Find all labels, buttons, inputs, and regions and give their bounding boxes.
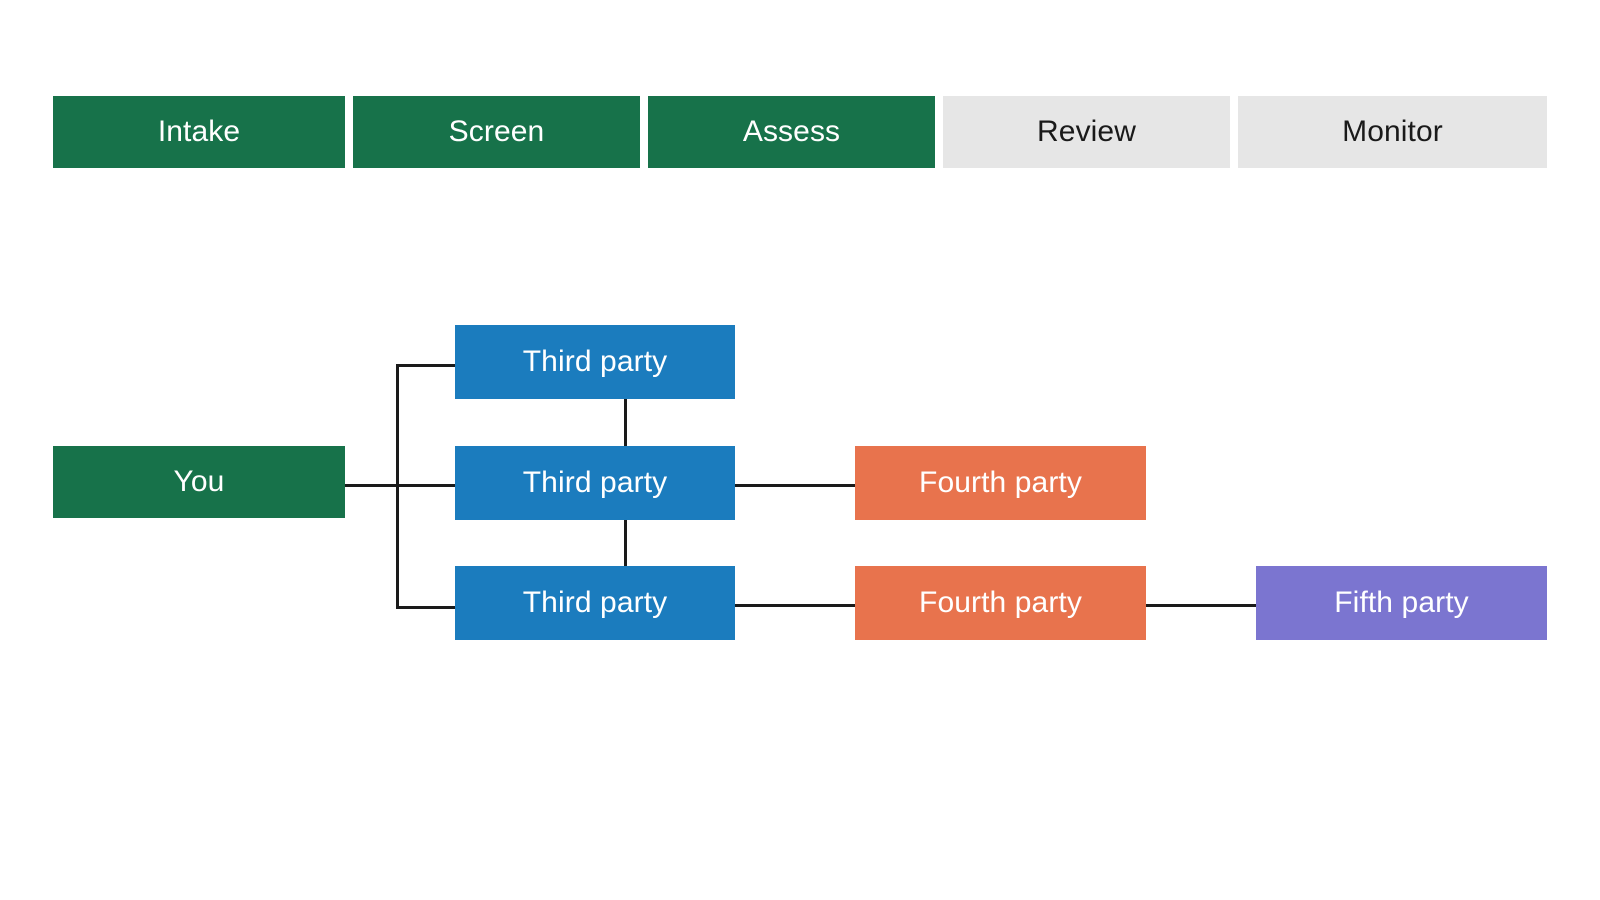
node-label: You	[173, 465, 225, 498]
node-fourth-party-1[interactable]: Fourth party	[855, 446, 1146, 520]
stage-assess[interactable]: Assess	[648, 96, 935, 168]
node-label: Third party	[522, 586, 668, 619]
stage-label: Screen	[448, 115, 545, 148]
edge-third-1-to-third-2	[624, 399, 627, 448]
node-fourth-party-2[interactable]: Fourth party	[855, 566, 1146, 640]
stage-intake[interactable]: Intake	[53, 96, 345, 168]
stage-label: Review	[1037, 115, 1136, 148]
node-label: Third party	[522, 345, 668, 378]
node-third-party-1[interactable]: Third party	[455, 325, 735, 399]
edge-third-3-to-fourth-2	[735, 604, 856, 607]
stage-label: Intake	[157, 115, 241, 148]
node-third-party-3[interactable]: Third party	[455, 566, 735, 640]
node-label: Third party	[522, 466, 668, 499]
edge-you-to-trunk	[345, 484, 400, 487]
node-label: Fourth party	[919, 586, 1082, 619]
edge-trunk-to-third-3	[396, 606, 456, 609]
edge-fourth-2-to-fifth-1	[1146, 604, 1256, 607]
stage-label: Monitor	[1342, 115, 1443, 148]
lifecycle-stage-bar: Intake Screen Assess Review Monitor	[53, 96, 1547, 168]
node-you[interactable]: You	[53, 446, 345, 518]
stage-review[interactable]: Review	[943, 96, 1230, 168]
edge-trunk-to-third-1	[396, 364, 456, 367]
edge-third-2-to-fourth-1	[735, 484, 856, 487]
stage-label: Assess	[742, 115, 841, 148]
node-fifth-party-1[interactable]: Fifth party	[1256, 566, 1547, 640]
node-label: Fifth party	[1334, 586, 1469, 619]
stage-monitor[interactable]: Monitor	[1238, 96, 1547, 168]
edge-third-2-to-third-3	[624, 519, 627, 568]
stage-screen[interactable]: Screen	[353, 96, 640, 168]
node-label: Fourth party	[919, 466, 1082, 499]
edge-trunk-to-third-2	[396, 484, 456, 487]
node-third-party-2[interactable]: Third party	[455, 446, 735, 520]
